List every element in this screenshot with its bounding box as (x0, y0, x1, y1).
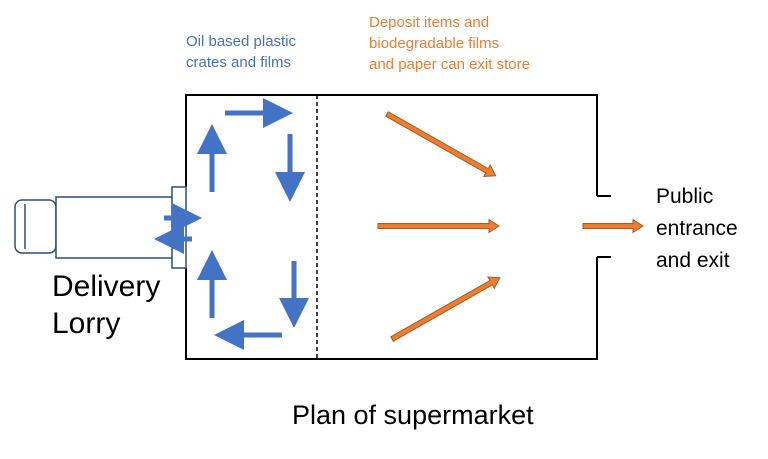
public-entrance-label: Public entrance and exit (656, 185, 738, 272)
delivery-lorry (14, 186, 187, 269)
orange-arrow-upper (385, 111, 497, 178)
lorry-cab (14, 199, 57, 254)
delivery-lorry-label: Delivery Lorry (52, 270, 161, 340)
orange-arrow-middle (377, 218, 500, 234)
oil-based-label: Oil based plastic crates and films (186, 33, 297, 71)
lorry-body (55, 196, 177, 259)
diagram-caption: Plan of supermarket (292, 400, 534, 430)
orange-arrow-exit (582, 218, 644, 234)
blue-arrows (154, 98, 309, 350)
deposit-label: Deposit items and biodegradable films an… (369, 14, 530, 73)
orange-arrows (377, 111, 644, 342)
store-outline (185, 94, 598, 360)
orange-arrow-lower (390, 276, 501, 342)
loading-dock (171, 186, 187, 269)
